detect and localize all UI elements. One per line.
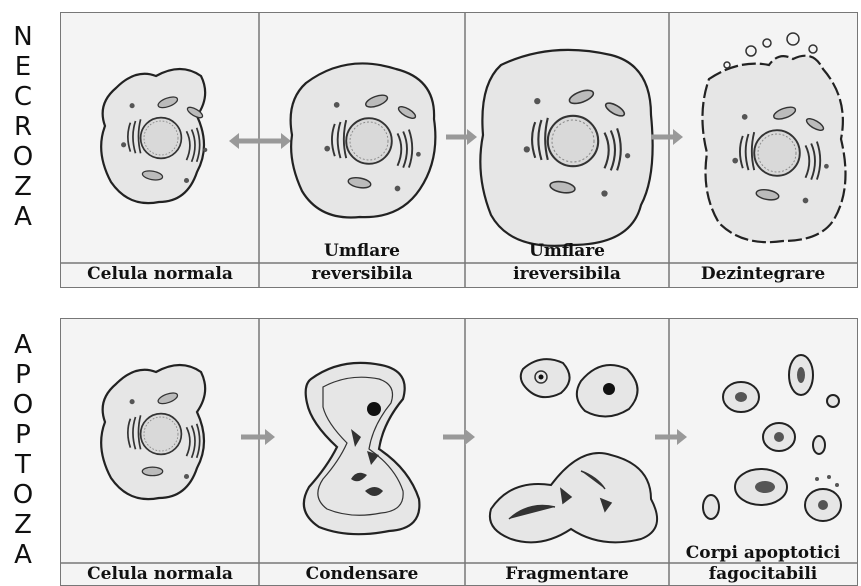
stage-caption: fagocitabili (669, 565, 857, 584)
necroza-letter: C (14, 82, 32, 112)
stage-caption: Celula normala (61, 265, 259, 284)
necroza-stage: Umflare reversibila (259, 13, 465, 287)
necroza-letter: N (13, 22, 32, 52)
apoptoza-letter: T (15, 450, 31, 480)
apoptoza-row: Celula normala Condensare Fragmentare Co… (60, 318, 858, 586)
apoptoza-letter: Z (14, 510, 32, 540)
stage-caption-top: Umflare (465, 242, 669, 261)
apoptoza-stage: Fragmentare (465, 319, 669, 585)
necroza-side-label: N E C R O Z A (8, 22, 38, 232)
necroza-stage: Dezintegrare (669, 13, 857, 287)
apoptoza-letter: P (15, 420, 31, 450)
apoptoza-letter: O (13, 480, 33, 510)
stage-caption-top: Corpi apoptotici (669, 544, 857, 563)
apoptoza-stage: Condensare (259, 319, 465, 585)
stage-caption: ireversibila (465, 265, 669, 284)
stage-caption: Dezintegrare (669, 265, 857, 284)
necroza-stage: Umflare ireversibila (465, 13, 669, 287)
necroza-letter: E (15, 52, 31, 82)
apoptoza-letter: P (15, 360, 31, 390)
apoptoza-stage: Celula normala (61, 319, 259, 585)
stage-caption: Celula normala (61, 565, 259, 584)
necroza-letter: R (14, 112, 32, 142)
necroza-letter: O (13, 142, 33, 172)
stage-caption: Condensare (259, 565, 465, 584)
apoptoza-side-label: A P O P T O Z A (8, 330, 38, 570)
stage-caption-top: Umflare (259, 242, 465, 261)
apoptoza-letter: O (13, 390, 33, 420)
necroza-stage: Celula normala (61, 13, 259, 287)
stage-caption: reversibila (259, 265, 465, 284)
necroza-letter: Z (14, 172, 32, 202)
necroza-row: Celula normala Umflare reversibila Umfla… (60, 12, 858, 288)
apoptoza-stage: Corpi apoptotici fagocitabili (669, 319, 857, 585)
stage-caption: Fragmentare (465, 565, 669, 584)
apoptoza-letter: A (14, 540, 32, 570)
apoptoza-letter: A (14, 330, 32, 360)
necroza-letter: A (14, 202, 32, 232)
